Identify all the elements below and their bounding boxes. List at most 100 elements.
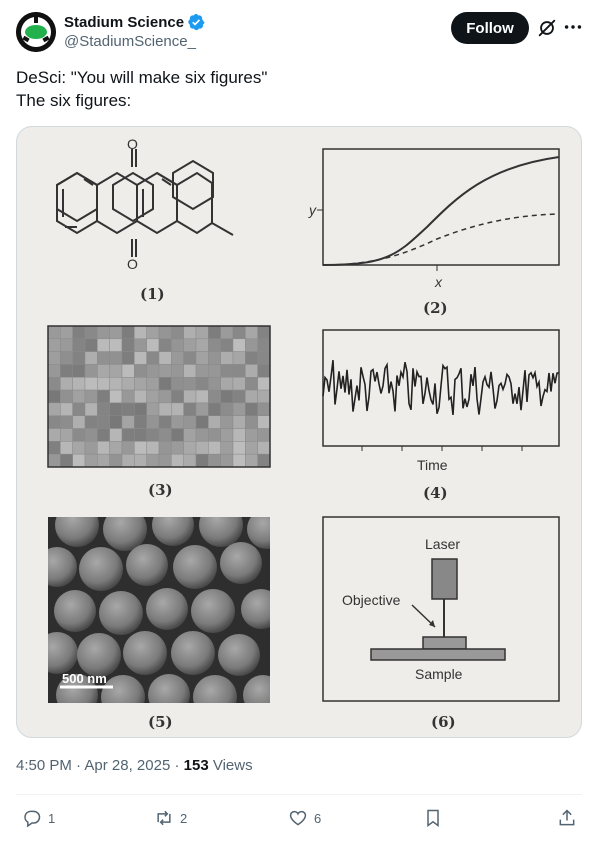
mosaic-cell bbox=[257, 389, 271, 404]
sphere bbox=[55, 517, 99, 547]
bookmark-button[interactable] bbox=[423, 806, 443, 830]
sphere bbox=[171, 631, 215, 675]
mosaic-cell bbox=[97, 428, 110, 442]
mosaic-cell bbox=[121, 377, 135, 391]
author-display-name[interactable]: Stadium Science bbox=[64, 13, 185, 31]
mosaic-cell bbox=[158, 338, 172, 352]
mosaic-cell bbox=[171, 389, 184, 404]
mosaic-cell bbox=[183, 441, 197, 455]
mosaic-cell bbox=[109, 453, 123, 468]
mosaic-cell bbox=[183, 428, 197, 442]
mosaic-cell bbox=[146, 402, 160, 416]
mosaic-cell bbox=[146, 441, 160, 455]
author-name[interactable]: Stadium Science bbox=[64, 13, 205, 31]
mosaic-cell bbox=[121, 415, 135, 429]
mosaic-cell bbox=[183, 364, 197, 378]
reply-icon bbox=[24, 810, 41, 828]
mosaic-cell bbox=[121, 338, 135, 352]
mosaic-cell bbox=[47, 338, 61, 352]
sphere bbox=[218, 634, 260, 676]
mosaic-cell bbox=[232, 415, 246, 429]
mosaic-cell bbox=[97, 351, 110, 365]
mosaic-cell bbox=[195, 338, 209, 352]
post-timestamp[interactable]: 4:50 PM · Apr 28, 2025 · 153 Views bbox=[16, 757, 253, 774]
mosaic-cell bbox=[171, 351, 184, 365]
mosaic-cell bbox=[109, 338, 123, 352]
mosaic-cell bbox=[232, 325, 246, 340]
share-button[interactable] bbox=[557, 806, 577, 830]
mosaic-cell bbox=[109, 402, 123, 416]
post-time[interactable]: 4:50 PM bbox=[16, 757, 72, 774]
mosaic-cell bbox=[47, 377, 61, 391]
mosaic-cell bbox=[47, 364, 61, 378]
mosaic-cell bbox=[97, 453, 110, 468]
caption-6: (6) bbox=[431, 713, 456, 731]
like-button[interactable]: 6 bbox=[288, 806, 321, 830]
sphere bbox=[126, 544, 168, 586]
caption-2: (2) bbox=[423, 299, 448, 317]
mosaic-cell bbox=[97, 338, 110, 352]
mosaic-cell bbox=[158, 325, 172, 340]
mosaic-cell bbox=[257, 338, 271, 352]
mosaic-cell bbox=[232, 441, 246, 455]
mosaic-cell bbox=[195, 325, 209, 340]
heart-icon bbox=[289, 810, 307, 826]
sphere bbox=[101, 675, 145, 703]
mosaic-cell bbox=[245, 325, 258, 340]
mosaic-cell bbox=[245, 453, 258, 468]
mosaic-cell bbox=[97, 325, 110, 340]
mosaic-cell bbox=[47, 402, 61, 416]
mosaic-cell bbox=[134, 338, 147, 352]
mosaic-cell bbox=[158, 389, 172, 404]
mosaic-cell bbox=[195, 377, 209, 391]
mosaic-cell bbox=[195, 364, 209, 378]
repost-icon bbox=[157, 810, 171, 826]
mosaic-cell bbox=[47, 415, 61, 429]
mosaic-cell bbox=[171, 415, 184, 429]
sample-label: Sample bbox=[415, 666, 463, 682]
mosaic-cell bbox=[171, 428, 184, 442]
sphere bbox=[77, 633, 121, 677]
divider bbox=[16, 794, 582, 795]
mosaic-cell bbox=[47, 453, 61, 468]
oxygen-bottom-label: O bbox=[127, 256, 138, 272]
post-image[interactable]: O O y x Time 500 nm bbox=[16, 126, 582, 738]
reply-count: 1 bbox=[48, 810, 56, 826]
mosaic-cell bbox=[97, 364, 110, 378]
sphere bbox=[152, 517, 194, 546]
mosaic-cell bbox=[47, 428, 61, 442]
mosaic-cell bbox=[134, 364, 147, 378]
mosaic-cell bbox=[183, 389, 197, 404]
mosaic-cell bbox=[257, 364, 271, 378]
follow-button[interactable]: Follow bbox=[451, 12, 529, 44]
sphere bbox=[191, 589, 235, 633]
mosaic-cell bbox=[195, 389, 209, 404]
more-options-icon[interactable] bbox=[562, 16, 584, 38]
mosaic-cell bbox=[60, 453, 73, 468]
mosaic-cell bbox=[97, 415, 110, 429]
mosaic-cell bbox=[72, 351, 86, 365]
plot4-xlabel: Time bbox=[417, 457, 448, 473]
mosaic-cell bbox=[171, 338, 184, 352]
mosaic-cell bbox=[257, 415, 271, 429]
post-date[interactable]: Apr 28, 2025 bbox=[84, 757, 171, 774]
mosaic-cell bbox=[109, 415, 123, 429]
mosaic-cell bbox=[195, 428, 209, 442]
mosaic-cell bbox=[245, 428, 258, 442]
mosaic-cell bbox=[84, 428, 98, 442]
mosaic-cell bbox=[146, 377, 160, 391]
mosaic-cell bbox=[84, 453, 98, 468]
mosaic-cell bbox=[257, 325, 271, 340]
reply-button[interactable]: 1 bbox=[22, 806, 55, 830]
mosaic-cell bbox=[158, 441, 172, 455]
author-handle[interactable]: @StadiumScience_ bbox=[64, 33, 196, 50]
mosaic-cell bbox=[134, 453, 147, 468]
mosaic-cell bbox=[72, 453, 86, 468]
mosaic-cell bbox=[97, 402, 110, 416]
repost-button[interactable]: 2 bbox=[154, 806, 187, 830]
sphere bbox=[148, 674, 190, 703]
avatar[interactable] bbox=[16, 12, 56, 52]
mosaic-cell bbox=[60, 325, 73, 340]
mosaic-cell bbox=[208, 453, 221, 468]
grok-icon[interactable] bbox=[536, 17, 558, 39]
